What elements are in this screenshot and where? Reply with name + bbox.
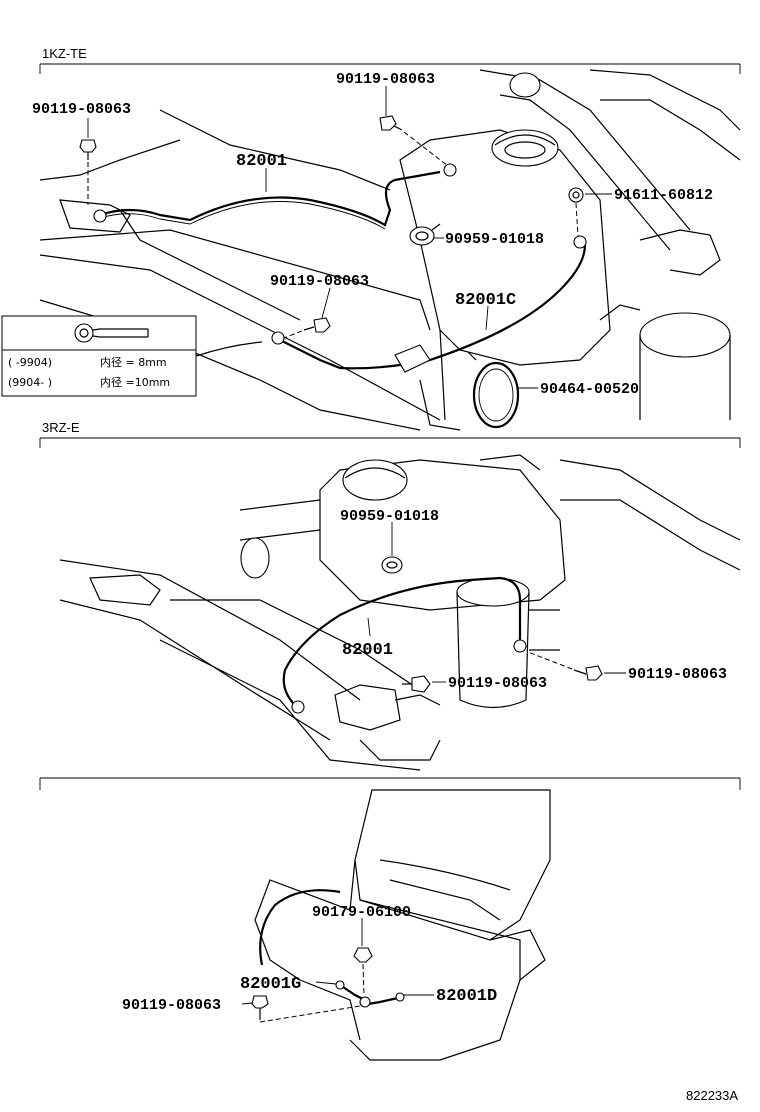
label-bolt-mid-1kz: 90119-08063 <box>270 273 369 290</box>
figure-id: 822233A <box>686 1088 738 1103</box>
leaders-1kz <box>87 86 612 389</box>
seat-connector-d <box>395 992 405 1002</box>
bolt-icon-seat <box>251 995 361 1023</box>
seat-harness <box>259 889 341 966</box>
legend-row1-size: 内径 = 8mm <box>100 355 167 369</box>
label-clamp-1kz: 90959-01018 <box>445 231 544 248</box>
frame-rail-3rz <box>59 559 441 771</box>
legend-row2-range: (9904- ) <box>8 376 52 389</box>
label-cable-c-1kz: 82001C <box>455 291 516 310</box>
ground-cable-82001 <box>99 170 441 227</box>
label-cable-1kz: 82001 <box>236 152 287 171</box>
component-block-3rz <box>334 684 441 731</box>
bolt-icon-b-3rz <box>527 651 603 681</box>
cable-terminal-right <box>443 163 457 177</box>
terminal-icon <box>74 323 149 343</box>
label-cable-g-seat: 82001G <box>240 975 301 994</box>
bolt-icon-left-1kz <box>79 139 97 205</box>
bolt-icon-top-1kz <box>379 115 449 167</box>
nut-icon-1kz <box>568 187 584 237</box>
label-band-1kz: 90464-00520 <box>540 381 639 398</box>
section-frame-seat <box>39 777 741 790</box>
section-frame-3rz <box>39 437 741 448</box>
cable-c-terminal-left <box>271 331 285 345</box>
legend-pointer <box>195 341 263 357</box>
reservoir-tank-1kz <box>399 129 611 431</box>
label-cable-d-seat: 82001D <box>436 987 497 1006</box>
label-bolt-a-3rz: 90119-08063 <box>448 675 547 692</box>
section-frame-1kz <box>39 63 741 74</box>
label-bolt-seat: 90119-08063 <box>122 997 221 1014</box>
filter-cylinder-3rz <box>456 577 560 709</box>
ground-cable-82001d <box>367 996 399 1006</box>
ground-cable-82001c <box>279 244 587 370</box>
ground-cable-82001-3rz <box>282 576 522 706</box>
cable-clip-1kz <box>394 344 431 373</box>
label-nut-seat: 90179-06100 <box>312 904 411 921</box>
legend-row2-size: 内径 =10mm <box>100 375 170 389</box>
frame-rail-1kz <box>39 109 441 431</box>
hoses-1kz <box>479 69 741 420</box>
seat-outline <box>254 789 551 1061</box>
section-title-3rz: 3RZ-E <box>42 420 80 435</box>
label-nut-1kz: 91611-60812 <box>614 187 713 204</box>
cable-c-terminal-right <box>573 235 587 249</box>
clamp-icon-3rz <box>381 556 403 574</box>
cable-3rz-terminal-right <box>513 639 527 653</box>
label-bolt-b-3rz: 90119-08063 <box>628 666 727 683</box>
bolt-icon-mid-1kz <box>283 317 331 339</box>
clamp-icon-1kz <box>409 223 441 246</box>
leaders-3rz <box>367 522 626 683</box>
legend-row1-range: ( -9904) <box>8 356 52 369</box>
label-bolt-top-1kz: 90119-08063 <box>336 71 435 88</box>
label-bolt-left-1kz: 90119-08063 <box>32 101 131 118</box>
size-legend: ( -9904) 内径 = 8mm (9904- ) 内径 =10mm <box>1 315 197 397</box>
section-title-1kz: 1KZ-TE <box>42 46 87 61</box>
leaders-seat <box>241 918 434 1005</box>
label-cable-3rz: 82001 <box>342 641 393 660</box>
label-clamp-3rz: 90959-01018 <box>340 508 439 525</box>
bolt-icon-a-3rz <box>402 675 431 693</box>
cable-3rz-terminal-left <box>291 700 305 714</box>
reservoir-tank-3rz <box>239 454 741 611</box>
cable-terminal-left <box>93 209 107 223</box>
band-icon-1kz <box>467 351 520 429</box>
seat-connector-g <box>335 980 345 990</box>
seat-terminal <box>359 996 371 1008</box>
nut-icon-seat <box>353 947 373 997</box>
